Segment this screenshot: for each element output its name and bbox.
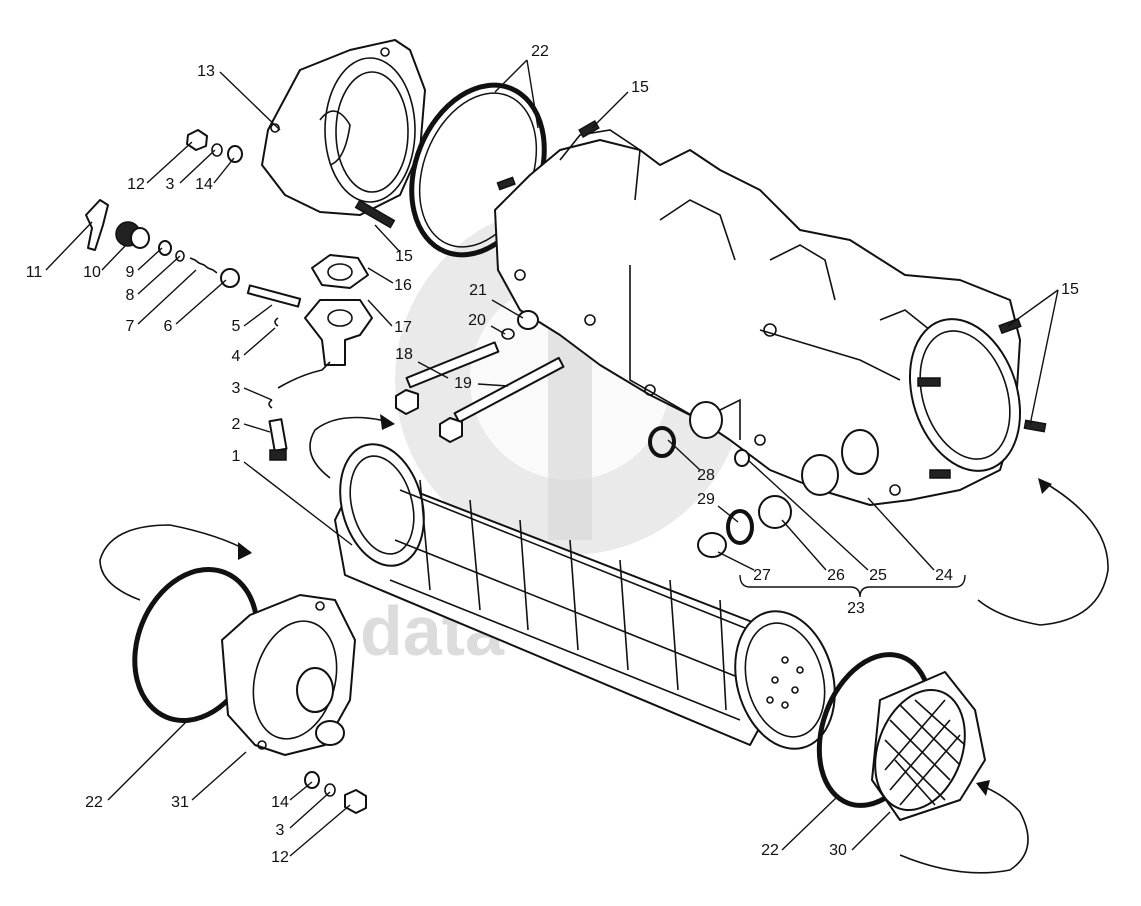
callout-leader-c27 [717,551,755,571]
callout-label-c4: 4 [232,348,241,365]
callout-label-c22a: 22 [531,43,549,60]
callout-leader-c14b [289,781,313,801]
callout-label-c2: 2 [232,416,241,433]
callout-leader-c3c [289,791,331,829]
callout-leader-c7 [137,269,197,325]
callout-leader-c20 [490,325,506,335]
callout-label-c12b: 12 [271,849,289,866]
callout-leader-c30 [851,811,891,851]
callout-label-c14a: 14 [195,176,213,193]
fittings-23-group [648,426,966,598]
callout-leader-c15a [591,91,629,129]
callout-leader-c22d [781,797,837,851]
callout-leader-c8 [137,255,181,295]
callout-label-c17: 17 [394,319,412,336]
manifold-body-24 [494,129,1022,506]
callout-label-c6: 6 [164,318,173,335]
callout-label-c30: 30 [829,842,847,859]
callout-leader-c12b [289,804,351,857]
callout-label-c12a: 12 [127,176,145,193]
callout-label-c22c: 22 [85,794,103,811]
callout-label-c25: 25 [869,567,887,584]
callout-leader-c22c [107,717,191,801]
callout-label-c22d: 22 [761,842,779,859]
callout-leader-c24 [867,497,935,571]
callout-label-c24: 24 [935,567,953,584]
studs-15 [354,120,1047,479]
callout-leader-c16 [367,267,394,284]
callout-label-c21: 21 [469,282,487,299]
callout-label-c27: 27 [753,567,771,584]
callout-label-c15c: 15 [1061,281,1079,298]
callout-leader-c3a [179,149,216,184]
callout-leader-c10 [101,244,127,271]
callout-label-c9: 9 [126,264,135,281]
callout-label-c18: 18 [395,346,413,363]
callout-label-c1: 1 [232,448,241,465]
callout-label-c16: 16 [394,277,412,294]
callout-label-c15b: 15 [395,248,413,265]
bolts-18-19 [395,310,565,443]
callout-label-c23: 23 [847,600,865,617]
callout-label-c8: 8 [126,287,135,304]
callout-label-c31: 31 [171,794,189,811]
callout-leader-c13 [219,71,281,131]
callout-label-c13: 13 [197,63,215,80]
callout-leader-c21 [491,299,524,319]
callout-leader-c15d [1029,289,1059,426]
tube-bundle-1 [334,443,836,750]
callout-label-c29: 29 [697,491,715,508]
callout-label-c20: 20 [468,312,486,329]
callout-leader-c18 [417,361,449,379]
callout-leader-c4 [243,327,276,356]
callout-leader-c14a [213,157,235,184]
callout-label-c26: 26 [827,567,845,584]
callout-leader-c22a [494,59,528,93]
callout-label-c14b: 14 [271,794,289,811]
callout-leader-c15c [1007,289,1059,327]
callout-leader-c29 [717,505,739,523]
callout-leader-c15b [374,224,401,253]
callout-leader-c9 [137,247,163,271]
callout-leader-c17 [367,299,393,327]
callout-label-c11: 11 [26,264,43,281]
callout-leader-c31 [191,751,247,801]
callout-label-c3a: 3 [166,176,175,193]
gasket-16-elbow-17 [277,254,373,389]
callout-leader-c22b [526,59,539,129]
callout-label-c5: 5 [232,318,241,335]
callout-label-c10: 10 [83,264,101,281]
callout-leader-c3b [243,387,273,401]
callout-leader-c2 [243,423,271,433]
callout-leader-c19 [477,383,509,387]
callout-leader-c5 [243,304,273,327]
housing-cover-13 [261,39,426,216]
callout-label-c28: 28 [697,467,715,484]
flow-arrows [99,414,1109,874]
callout-label-c15a: 15 [631,79,649,96]
hardware-top-left [85,129,302,461]
callout-leader-c25 [747,459,869,571]
callout-label-c3c: 3 [276,822,285,839]
callout-leader-c1 [243,461,353,546]
callout-leader-c26 [781,519,827,571]
end-cover-31-left [132,566,356,756]
callout-leader-c28 [667,439,701,471]
callout-leader-c12a [146,141,193,184]
callout-leader-c6 [175,279,227,325]
callout-label-c19: 19 [454,375,472,392]
callout-label-c7: 7 [126,318,135,335]
callout-leader-c11 [45,221,93,271]
strainer-30-right [816,652,986,821]
callout-label-c3b: 3 [232,380,241,397]
